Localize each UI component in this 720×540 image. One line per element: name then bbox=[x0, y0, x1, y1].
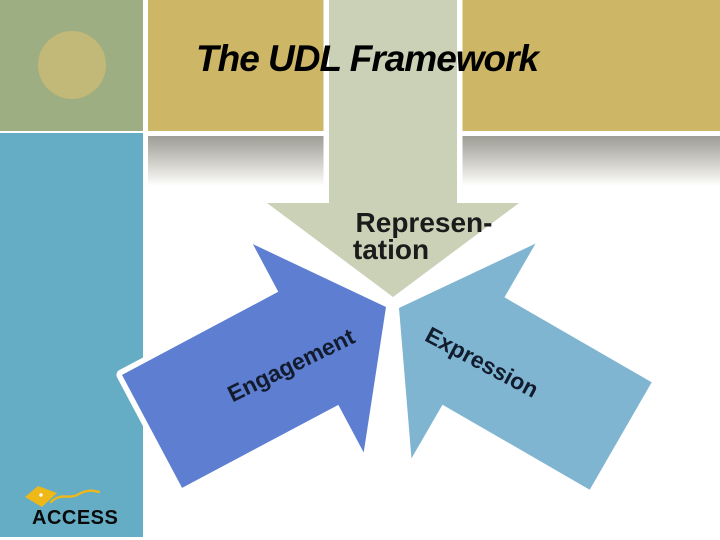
access-logo: ACCESS bbox=[25, 486, 118, 529]
representation-arrow bbox=[261, 0, 525, 303]
access-logo-text: ACCESS bbox=[32, 507, 118, 529]
corner-accent-square bbox=[0, 0, 143, 131]
slide-title: The UDL Framework bbox=[196, 38, 539, 79]
engagement-arrow bbox=[116, 238, 392, 494]
expression-arrow bbox=[393, 238, 658, 496]
corner-accent-circle bbox=[38, 31, 106, 99]
representation-label-line2: tation bbox=[353, 234, 429, 265]
left-sidebar-band bbox=[0, 133, 143, 537]
representation-label-line1: Represen- bbox=[356, 207, 493, 238]
swoosh-icon bbox=[49, 489, 101, 504]
kite-dot bbox=[39, 493, 43, 497]
